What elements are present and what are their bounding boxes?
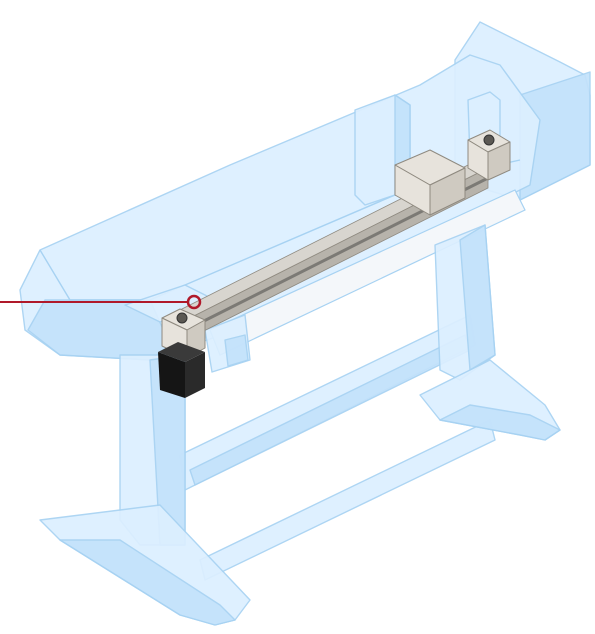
callout-pointer: [0, 294, 202, 310]
right-leg: [434, 224, 496, 381]
carriage-block: [394, 149, 466, 216]
ring-icon[interactable]: [186, 294, 202, 310]
left-foot: [39, 504, 251, 626]
right-end-cap: [467, 129, 511, 181]
stepper-motor: [158, 342, 205, 398]
right-foot: [419, 359, 561, 441]
front-mount-bracket: [204, 314, 251, 373]
